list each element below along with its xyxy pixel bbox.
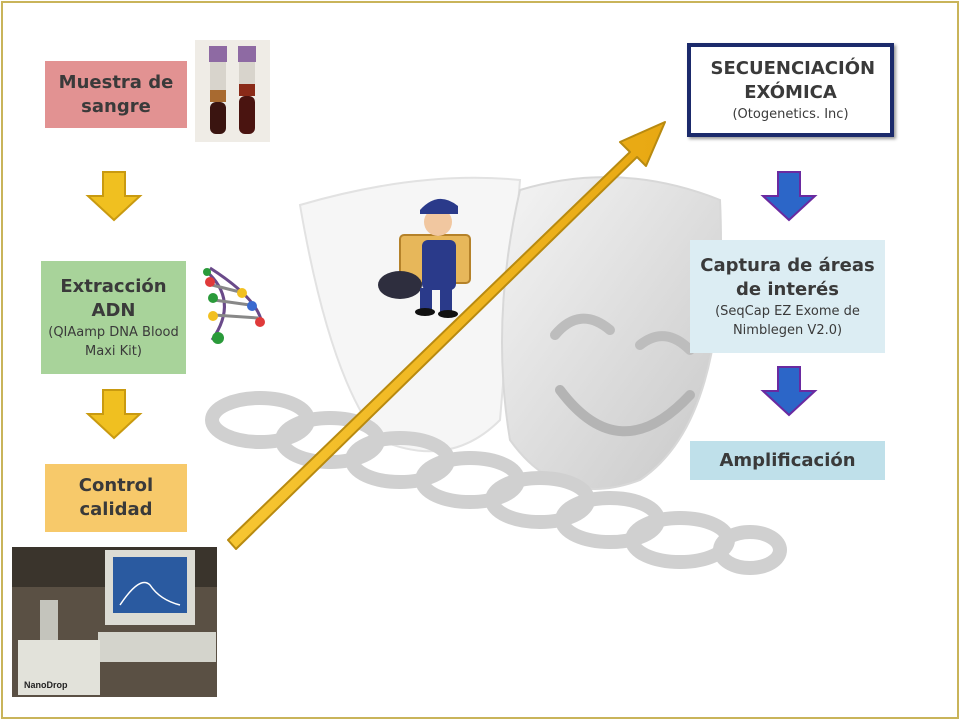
nanodrop-label: NanoDrop bbox=[24, 680, 68, 690]
arrow-down-icon bbox=[760, 171, 818, 222]
dna-chain-icon bbox=[205, 391, 787, 575]
secuenciacion-title: SECUENCIACIÓN EXÓMICA bbox=[710, 57, 876, 103]
extraccion-title: Extracción ADN bbox=[60, 275, 167, 321]
muestra-box: Muestra de sangre bbox=[45, 61, 187, 128]
dna-helix-icon bbox=[203, 266, 265, 344]
extraccion-box: Extracción ADN (QIAamp DNA Blood Maxi Ki… bbox=[41, 261, 186, 374]
secuenciacion-box: SECUENCIACIÓN EXÓMICA (Otogenetics. Inc) bbox=[687, 43, 894, 137]
arrow-down-icon bbox=[760, 366, 818, 417]
captura-box: Captura de áreas de interés (SeqCap EZ E… bbox=[690, 240, 885, 353]
control-title: Control calidad bbox=[78, 475, 154, 520]
captura-title: Captura de áreas de interés bbox=[700, 254, 875, 300]
mailman-icon bbox=[378, 198, 471, 318]
secuenciacion-subtitle: (Otogenetics. Inc) bbox=[732, 106, 849, 122]
blood-tubes-photo bbox=[195, 40, 270, 142]
big-diagonal-arrow bbox=[227, 121, 666, 550]
captura-subtitle: (SeqCap EZ Exome de Nimblegen V2.0) bbox=[715, 303, 860, 338]
muestra-title: Muestra de sangre bbox=[58, 71, 174, 117]
nanodrop-photo: NanoDrop bbox=[12, 547, 217, 697]
amplificacion-box: Amplificación bbox=[690, 441, 885, 480]
amplificacion-title: Amplificación bbox=[719, 449, 856, 471]
control-box: Control calidad bbox=[45, 464, 187, 532]
arrow-down-icon bbox=[85, 389, 143, 440]
extraccion-subtitle: (QIAamp DNA Blood Maxi Kit) bbox=[48, 324, 179, 359]
arrow-down-icon bbox=[85, 171, 143, 222]
